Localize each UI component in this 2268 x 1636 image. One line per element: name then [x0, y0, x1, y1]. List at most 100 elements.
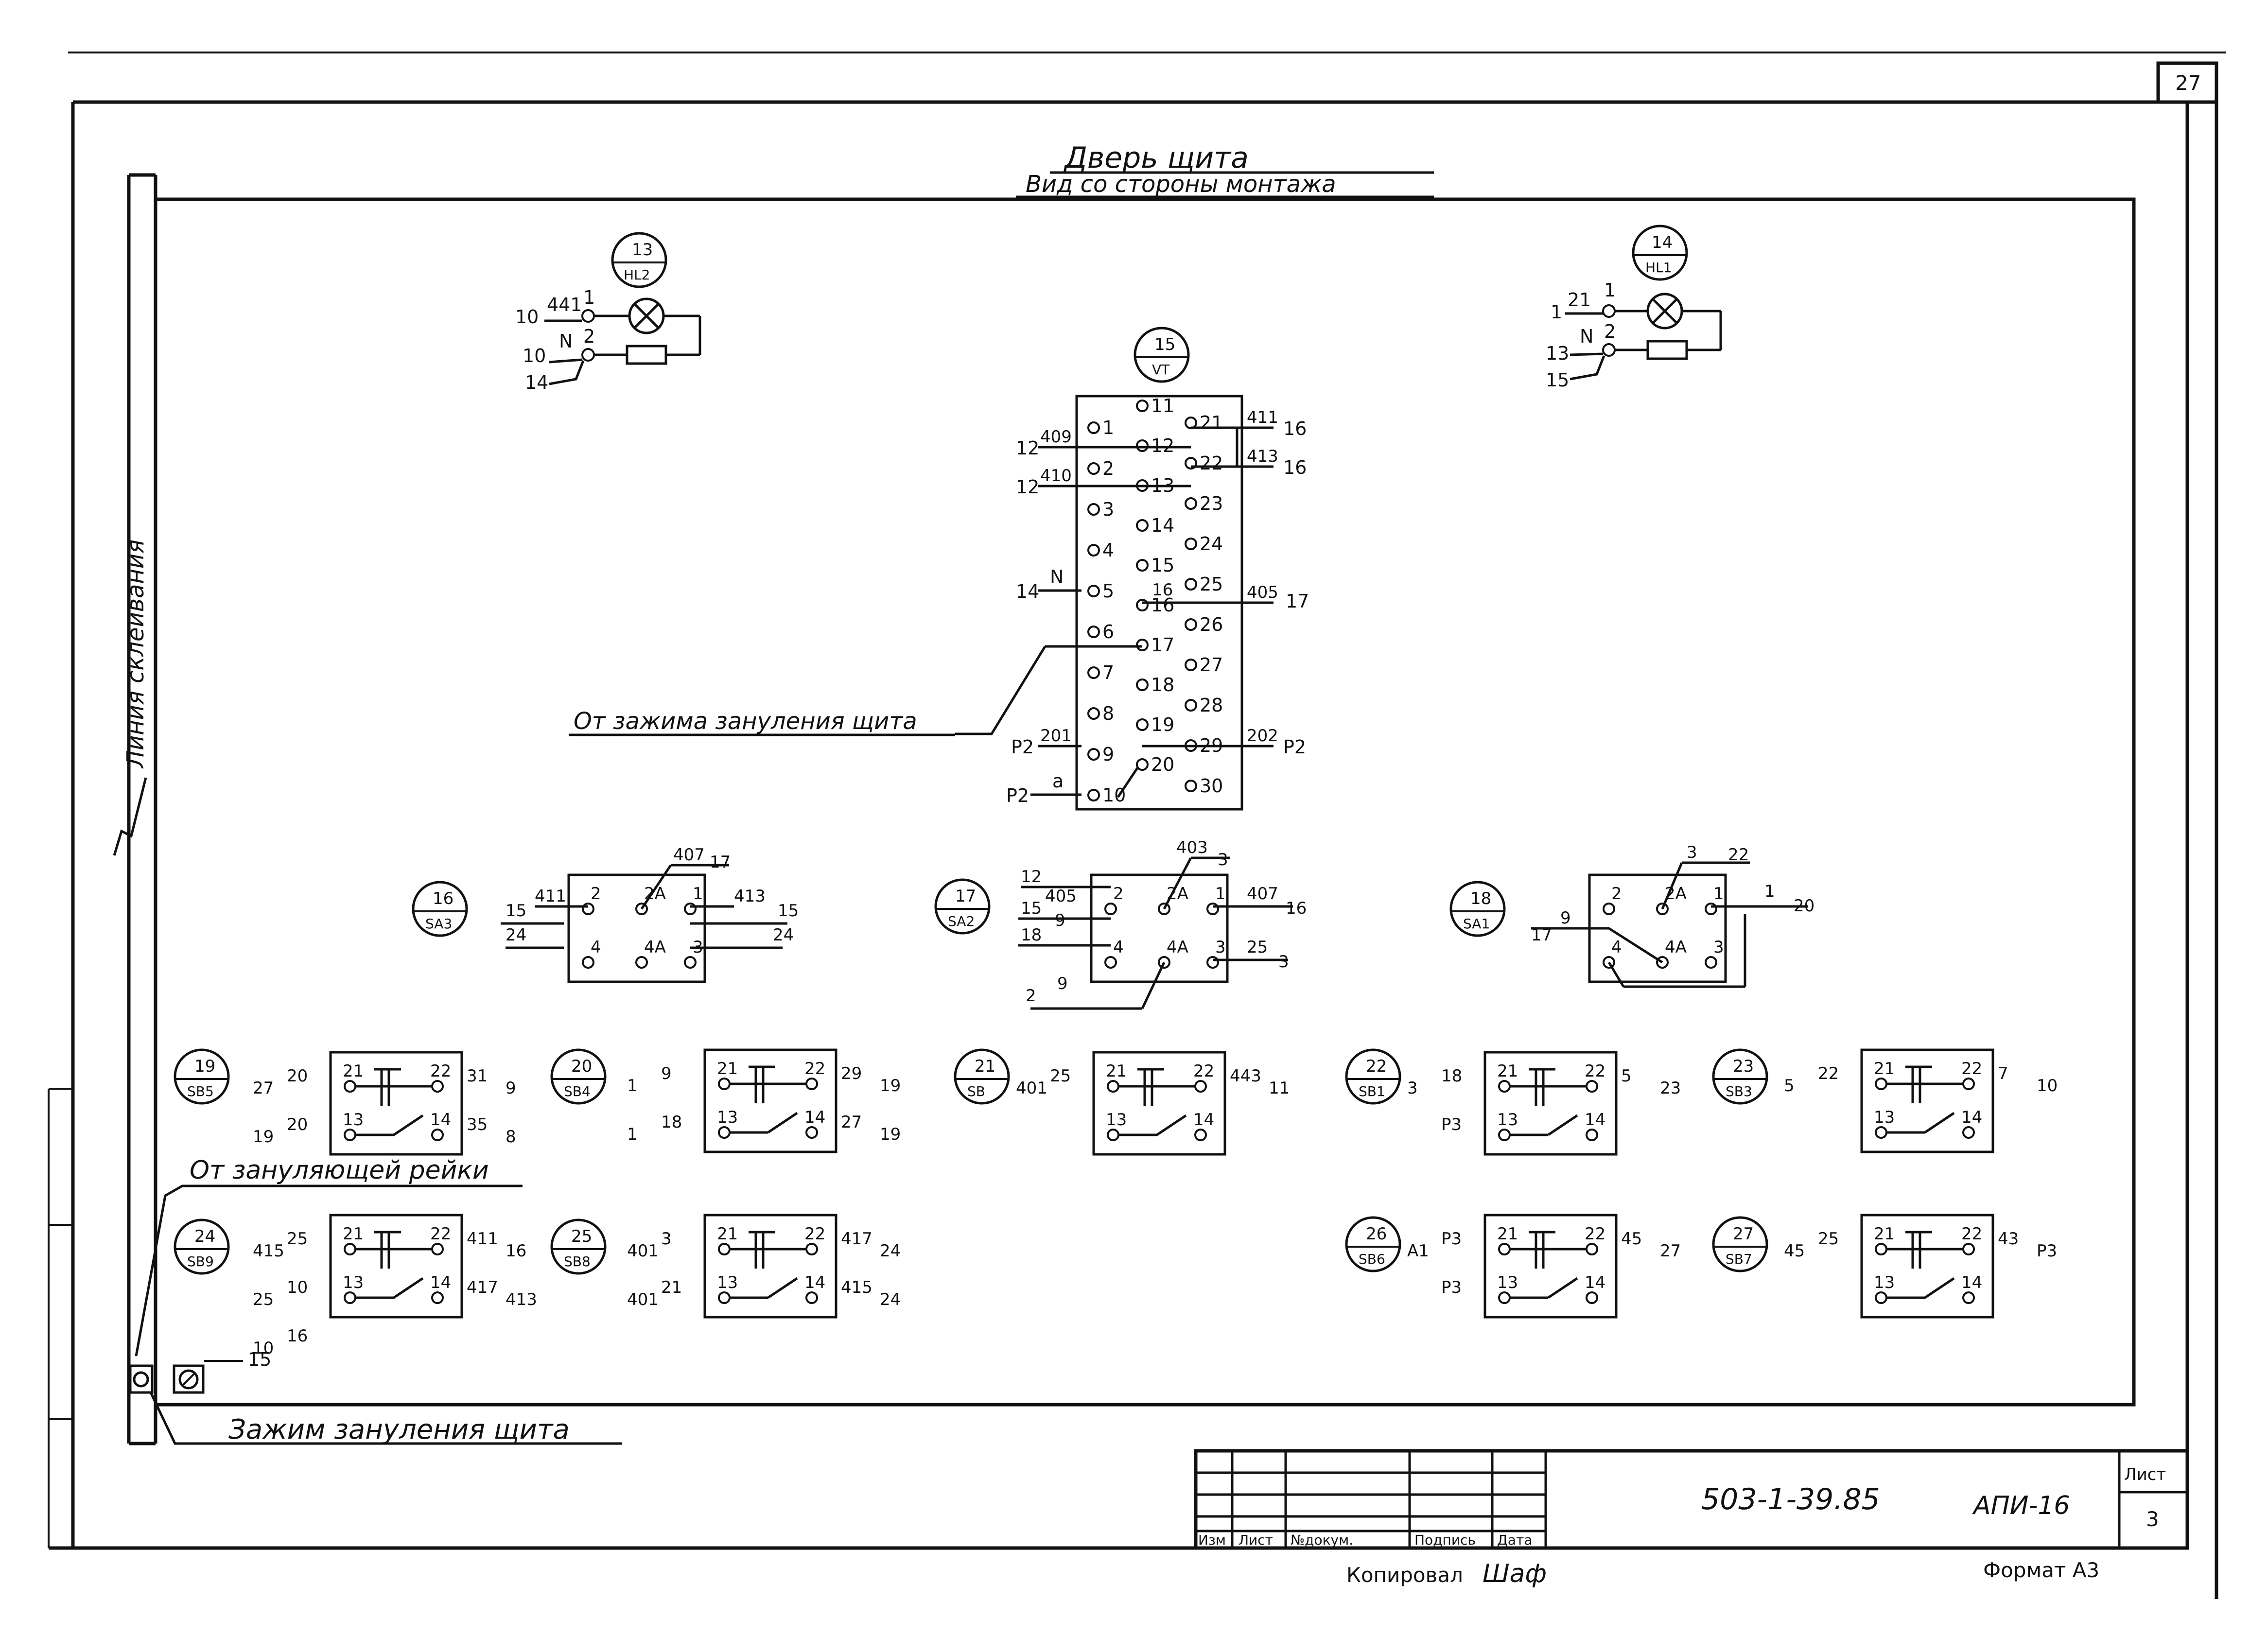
- terminal-pin: [1087, 585, 1100, 597]
- wire-label: 25: [287, 1229, 308, 1249]
- wire-label: 22: [1728, 845, 1749, 865]
- switch-bubble: [1449, 881, 1506, 937]
- terminal-pin: [1136, 758, 1149, 771]
- wire-label: 441: [547, 294, 582, 315]
- wire-label: 443: [1230, 1066, 1261, 1086]
- terminal-number: 3: [1102, 499, 1114, 520]
- button-code: SB3: [1726, 1083, 1752, 1099]
- stamp-column: №докум.: [1291, 1532, 1353, 1548]
- button-id: 23: [1733, 1057, 1754, 1076]
- switch-wire: [1607, 961, 1625, 988]
- button-pin: [718, 1243, 731, 1255]
- terminal-number: 4: [1102, 540, 1114, 561]
- button-pin-label: 22: [1961, 1059, 1982, 1079]
- button-pin-label: 13: [1874, 1108, 1895, 1127]
- wire-label: 19: [253, 1127, 274, 1147]
- button-pin-label: 13: [1497, 1110, 1518, 1130]
- terminal-number: 14: [1151, 515, 1174, 536]
- wire-label: N: [1580, 326, 1593, 347]
- switch-wire: [1163, 857, 1192, 910]
- button-pin-label: 22: [1193, 1062, 1214, 1081]
- wire-label: 10: [253, 1339, 274, 1358]
- button-id: 20: [571, 1057, 592, 1076]
- button-pin-label: 14: [430, 1273, 451, 1292]
- button-bubble: [1345, 1048, 1401, 1105]
- pin-label: 1: [1604, 279, 1616, 301]
- terminal-number: 17: [1151, 634, 1174, 656]
- button-pin-label: 14: [1585, 1273, 1605, 1292]
- lamp-id: 13: [632, 240, 653, 260]
- wire-label: 3: [1687, 843, 1697, 862]
- wire-label: 24: [880, 1290, 901, 1309]
- wire-label: 9: [1055, 911, 1065, 930]
- terminal-number: 19: [1151, 714, 1174, 735]
- pin-label: 1: [583, 287, 595, 308]
- wire-label: 18: [661, 1113, 682, 1132]
- button-pin-label: 21: [1106, 1062, 1127, 1081]
- terminal-number: 12: [1151, 435, 1174, 456]
- wire-label: 3: [1278, 952, 1289, 972]
- switch-pin: [684, 903, 697, 915]
- button-pin-label: 21: [1874, 1059, 1895, 1079]
- button-pin: [1962, 1078, 1975, 1090]
- wire-label: 14: [525, 372, 548, 393]
- button-pin: [805, 1078, 818, 1090]
- terminal-pin: [1136, 519, 1149, 532]
- wire-label: 201: [1040, 726, 1072, 746]
- terminal-number: 9: [1102, 744, 1114, 765]
- zero-clamp-label: От зажима зануления щита: [574, 708, 917, 735]
- switch-pin: [1104, 956, 1117, 969]
- terminal-pin: [1185, 538, 1197, 550]
- terminal-pin: [1185, 699, 1197, 712]
- wire-label: 9: [661, 1064, 672, 1083]
- wire-label: 16: [1283, 418, 1307, 439]
- button-pin: [1875, 1078, 1887, 1090]
- wire-label: 16: [1283, 457, 1307, 478]
- button-pin: [1875, 1243, 1887, 1255]
- button-id: 22: [1366, 1057, 1387, 1076]
- button-pin-label: 21: [717, 1224, 738, 1244]
- button-id: 19: [194, 1057, 215, 1076]
- terminal-pin: [1185, 618, 1197, 631]
- wire-label: 5: [1784, 1076, 1795, 1096]
- wire-label: 15: [248, 1349, 271, 1370]
- button-pin: [1498, 1243, 1511, 1255]
- wire-label: 415: [841, 1278, 872, 1297]
- switch-id: 18: [1470, 889, 1491, 908]
- button-pin: [431, 1243, 444, 1255]
- wire-label: 407: [1247, 884, 1278, 904]
- button-code: SB1: [1359, 1083, 1385, 1099]
- wire-label: 20: [287, 1066, 308, 1086]
- wire-label: 411: [535, 887, 566, 906]
- button-pin-label: 14: [1585, 1110, 1605, 1130]
- button-pin: [431, 1291, 444, 1304]
- button-pin-label: 22: [1585, 1224, 1605, 1244]
- button-pin-label: 13: [1874, 1273, 1895, 1292]
- switch-pin-label: 1: [693, 884, 703, 904]
- terminal-number: 27: [1200, 654, 1223, 676]
- wire-label: 20: [1794, 896, 1814, 916]
- switch-pin-label: 3: [1215, 938, 1226, 957]
- sheet-code: АПИ-16: [1972, 1491, 2070, 1520]
- wire-label: 24: [773, 925, 794, 945]
- button-pin: [1498, 1129, 1511, 1141]
- switch-bubble: [412, 881, 468, 937]
- button-pin: [1586, 1291, 1598, 1304]
- terminal-pin: [1185, 578, 1197, 591]
- switch-pin-label: 4: [591, 938, 601, 957]
- wire-label: 417: [841, 1229, 872, 1249]
- button-pin: [1962, 1126, 1975, 1139]
- terminal-pin: [1087, 748, 1100, 761]
- terminal-number: 24: [1200, 533, 1223, 555]
- wire-label: 1: [1551, 301, 1562, 323]
- switch-wire: [1608, 927, 1663, 964]
- button-pin: [1194, 1080, 1207, 1093]
- switch-pin: [582, 903, 594, 915]
- switch-wire: [1141, 961, 1166, 1009]
- copied-label: Копировал: [1346, 1563, 1463, 1587]
